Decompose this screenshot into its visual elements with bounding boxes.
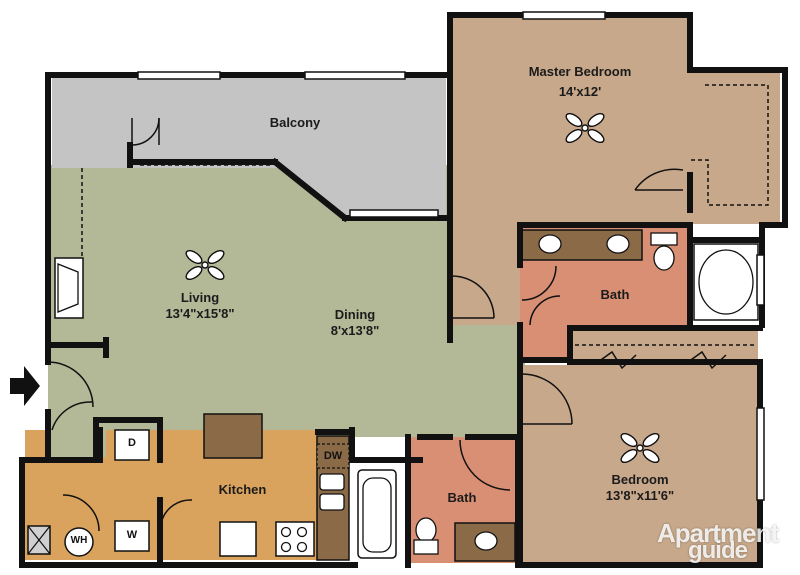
window — [349, 209, 439, 218]
master-bath-label: Bath — [590, 287, 640, 303]
bedroom-door-swing — [521, 373, 573, 425]
entry-arrow-icon — [10, 366, 40, 406]
cabinets — [27, 229, 759, 562]
stove — [275, 521, 315, 557]
window — [522, 11, 606, 20]
room-name: Kitchen — [218, 482, 267, 497]
master-sink-2 — [606, 234, 630, 254]
brand-watermark: Apartment guide — [656, 518, 779, 564]
burner — [296, 541, 308, 553]
master-bedroom-label: Master Bedroom 14'x12' — [510, 64, 650, 100]
washer — [114, 520, 150, 552]
living-label: Living 13'4"x15'8" — [140, 290, 260, 322]
window — [756, 254, 765, 306]
room-dimensions: 13'4"x15'8" — [165, 306, 235, 321]
refrigerator — [219, 521, 257, 557]
master-door-swing — [451, 275, 495, 319]
balcony-floor — [52, 78, 446, 168]
balcony-bay — [275, 162, 446, 218]
room-dimensions: 8'x13'8" — [330, 323, 380, 338]
dishwasher-label: DW — [323, 450, 343, 462]
burner — [296, 526, 308, 538]
laundry-door-swing — [62, 494, 100, 532]
room-dimensions: 14'x12' — [558, 84, 602, 99]
closet-door-swing — [634, 168, 684, 191]
closet-bifold — [597, 350, 637, 370]
window — [304, 71, 406, 80]
floors — [25, 18, 780, 565]
sink-1 — [319, 473, 345, 491]
master-closet-floor — [688, 72, 780, 224]
room-name: Bedroom — [611, 472, 669, 487]
room-name: Bath — [447, 490, 477, 505]
entry-door-swing — [47, 361, 94, 408]
dryer — [114, 429, 150, 461]
master-bath-door-swing — [521, 265, 557, 301]
hall-bath-door-swing — [459, 439, 511, 491]
room-name: Living — [180, 290, 220, 305]
master-sink-1 — [538, 234, 562, 254]
balcony-label: Balcony — [250, 115, 340, 131]
sink-2 — [319, 493, 345, 511]
master-closet-outline — [690, 84, 769, 206]
hall-toilet — [415, 517, 437, 543]
hall-bath-label: Bath — [437, 490, 487, 506]
room-name: Master Bedroom — [528, 64, 632, 79]
dryer-label: D — [128, 437, 136, 449]
watermark-line-2: guide — [687, 537, 748, 564]
walls — [19, 12, 788, 568]
room-name: Dining — [334, 307, 376, 322]
hvac-box — [27, 525, 51, 555]
ceiling-fan-icon — [565, 112, 605, 144]
windows — [137, 11, 765, 501]
master-tub-basin — [698, 249, 754, 315]
dining-label: Dining 8'x13'8" — [305, 307, 405, 339]
hall-tub-basin — [362, 477, 392, 553]
master-vestibule-floor — [520, 326, 570, 360]
hall-vanity-sink — [474, 531, 498, 551]
dishwasher — [316, 443, 350, 469]
washer-label: W — [126, 529, 138, 541]
window — [137, 71, 221, 80]
master-toilet-tank — [650, 232, 678, 246]
ceiling-fan-icon — [185, 249, 225, 281]
fireplace — [57, 263, 79, 313]
dining-floor-extension — [455, 325, 525, 437]
room-dimensions: 13'8"x11'6" — [605, 488, 675, 503]
master-toilet — [653, 245, 675, 271]
master-bath-door-swing — [529, 295, 561, 326]
room-name: Balcony — [269, 115, 321, 130]
kitchen-door-swing — [161, 499, 193, 521]
water-heater — [64, 527, 94, 557]
kitchen-island — [203, 413, 263, 459]
watermark-line-1: Apartment — [656, 518, 779, 548]
window — [756, 407, 765, 501]
burner — [280, 541, 292, 553]
closet-bifold — [687, 350, 727, 370]
hall-toilet-tank — [413, 539, 439, 555]
water-heater-label: WH — [70, 535, 88, 546]
pantry-door-swing — [51, 401, 93, 431]
doors — [47, 84, 769, 532]
bedroom-label: Bedroom 13'8"x11'6" — [585, 472, 695, 504]
bedroom-floor — [520, 365, 760, 565]
burner — [280, 526, 292, 538]
ceiling-fan-icon — [620, 432, 660, 464]
kitchen-label: Kitchen — [205, 482, 280, 498]
room-name: Bath — [600, 287, 630, 302]
